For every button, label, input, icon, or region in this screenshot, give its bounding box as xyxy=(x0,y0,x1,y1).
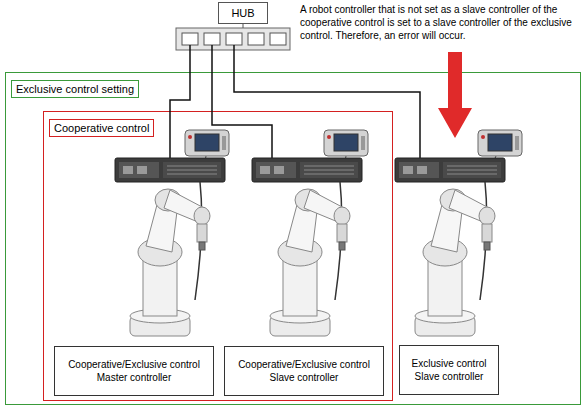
network-wire xyxy=(170,45,190,158)
exclusive-region: Exclusive control settingCooperative con… xyxy=(5,72,581,405)
cooperative-region: Cooperative controlCooperative/Exclusive… xyxy=(43,111,393,401)
teach-pendant xyxy=(324,130,368,156)
controller-box: Cooperative/Exclusive control Slave cont… xyxy=(224,346,384,396)
robot-cable xyxy=(335,182,342,300)
region-heading: Exclusive control setting xyxy=(11,80,139,98)
warning-arrow xyxy=(438,52,472,138)
box-label: Exclusive control Slave controller xyxy=(404,357,494,383)
hub-port xyxy=(204,33,220,45)
controller-box: Exclusive control Slave controller xyxy=(399,345,499,395)
controller xyxy=(115,158,225,182)
box-label: Cooperative/Exclusive control Slave cont… xyxy=(229,358,379,384)
teach-pendant xyxy=(478,130,522,156)
box-label: HUB xyxy=(231,7,254,19)
callout-note: A robot controller that is not set as a … xyxy=(300,3,582,42)
hub-port xyxy=(182,33,198,45)
hub-port xyxy=(248,33,264,45)
robot-arm xyxy=(130,189,210,336)
robot-arm xyxy=(415,189,495,336)
controller xyxy=(395,158,505,182)
network-wire xyxy=(212,45,272,158)
box-label: Cooperative/Exclusive control Master con… xyxy=(59,358,209,384)
controller-box: Cooperative/Exclusive control Master con… xyxy=(54,346,214,396)
controller xyxy=(252,158,362,182)
robot-cable xyxy=(480,182,487,300)
pendant-cable xyxy=(206,156,211,166)
teach-pendant xyxy=(185,130,229,156)
hub-link xyxy=(243,24,244,28)
hub-ports xyxy=(176,28,290,50)
robot-cable xyxy=(195,182,202,300)
robot-arm xyxy=(270,189,350,336)
region-heading: Cooperative control xyxy=(49,119,154,137)
pendant-cable xyxy=(346,156,351,166)
pendant-cable xyxy=(490,156,496,166)
hub-port xyxy=(270,33,286,45)
hub-box: HUB xyxy=(218,2,268,24)
hub-port xyxy=(226,33,242,45)
network-wire xyxy=(234,45,420,158)
